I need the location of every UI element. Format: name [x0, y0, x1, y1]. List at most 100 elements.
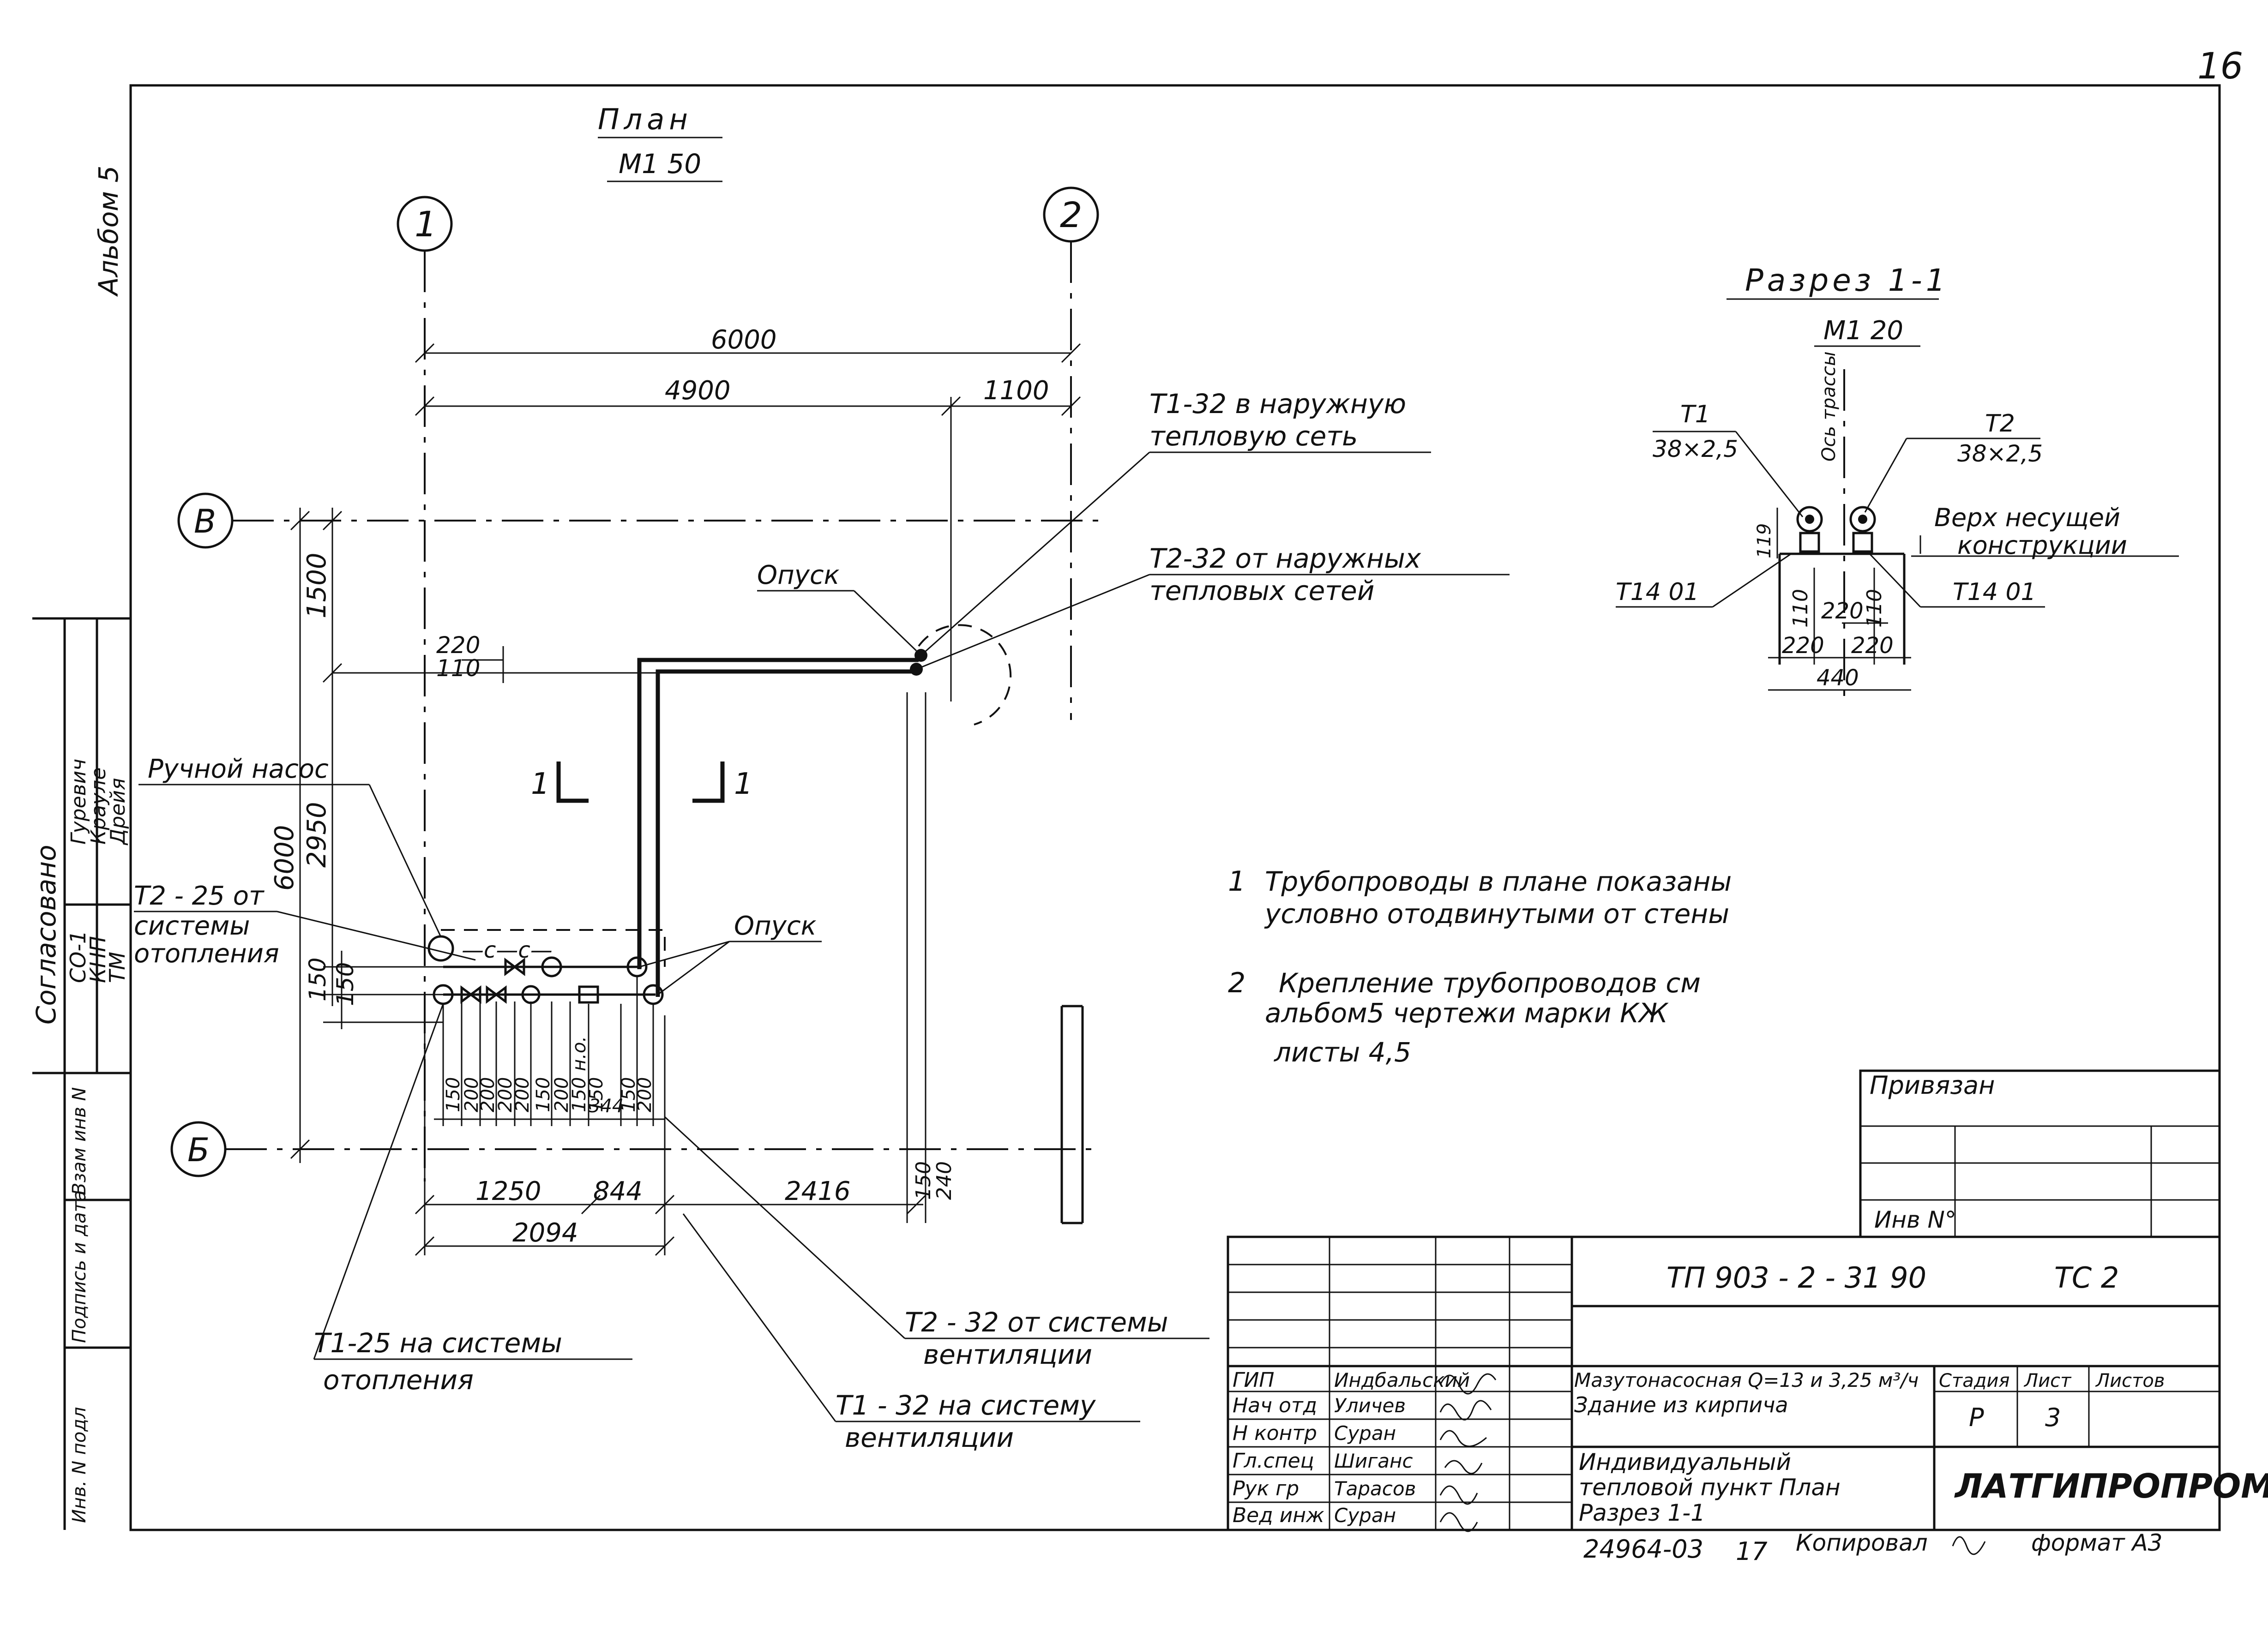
left-dimensions: 6000 1500 2950 150 150 220 110 — [270, 508, 905, 1163]
section-top-b: конструкции — [1957, 531, 2127, 560]
tb-desc-c: Разрез 1-1 — [1579, 1499, 1705, 1526]
dim-2950: 2950 — [302, 802, 332, 868]
tb-role-0: ГИП — [1233, 1368, 1275, 1392]
section-1-1: Разрез 1-1 М1 20 Т1 38×2,5 Т2 38×2,5 Ось… — [1616, 263, 2179, 702]
pipe-t2-riser — [656, 669, 919, 997]
dim-1250: 1250 — [475, 1176, 541, 1206]
section-title: Разрез 1-1 — [1745, 263, 1949, 298]
section-t2: Т2 — [1985, 410, 2015, 438]
dim-150-b: 150 — [332, 962, 359, 1006]
tb-desc-b: тепловой пункт План — [1579, 1474, 1841, 1501]
tb-role-5: Вед инж — [1233, 1504, 1324, 1527]
dim-844: 844 — [593, 1176, 643, 1206]
section-top-a: Верх несущей — [1934, 503, 2120, 532]
dim-6000-v: 6000 — [270, 825, 300, 891]
stamp-field-2: Инв. N подл — [69, 1407, 90, 1523]
footer-page: 17 — [1736, 1537, 1768, 1566]
label-opusk-1: Опуск — [757, 560, 840, 590]
stamp-agreed: Согласовано — [30, 845, 62, 1025]
label-t2-32-in-a: Т2-32 от наружных — [1149, 543, 1421, 574]
axis-grid: 1 2 В Б — [170, 186, 1099, 1181]
side-album-label: Альбом 5 — [93, 166, 124, 297]
dim-150-r: 150 — [912, 1161, 935, 1200]
dim-2094: 2094 — [512, 1218, 578, 1248]
dim-150-a: 150 — [304, 958, 331, 1001]
valve-c-label: —с—с— — [462, 937, 553, 963]
tb-object-a: Мазутонасосная Q=13 и 3,25 м³/ч — [1574, 1369, 1919, 1391]
tb-name-2: Суран — [1334, 1422, 1396, 1445]
signatures — [1439, 1373, 1497, 1532]
chain-6: 200 — [551, 1077, 572, 1112]
tb-stage-h: Стадия — [1939, 1370, 2009, 1391]
tb-role-3: Гл.спец — [1233, 1449, 1314, 1473]
chain-0: 150 — [443, 1077, 464, 1112]
notes: 1 Трубопроводы в плане показаны условно … — [1228, 865, 1732, 1068]
bottom-dimensions: 1250 844 2416 2094 150 240 — [415, 1015, 956, 1256]
copied-signature — [1952, 1536, 1986, 1555]
sheet-frame — [129, 84, 2221, 1531]
stamp-dept-2: ТМ — [105, 952, 130, 983]
tb-sheet: 3 — [2045, 1403, 2061, 1432]
note-1-a: Трубопроводы в плане показаны — [1265, 866, 1732, 897]
label-t2-32-v-a: Т2 - 32 от системы — [905, 1307, 1168, 1338]
privyazan-title: Привязан — [1870, 1071, 1995, 1100]
stamp-field-0: Взам инв N — [69, 1087, 90, 1195]
footer: 24964-03 17 Копировал формат А3 — [1583, 1529, 2162, 1566]
gauge-1 — [541, 956, 562, 977]
axis-label-v: В — [194, 503, 216, 540]
section-d119: 119 — [1754, 523, 1775, 558]
section-marks: 1 1 — [531, 762, 753, 803]
detail-circle — [918, 624, 1012, 726]
stamp-dept-0: СО-1 — [66, 930, 90, 983]
section-support-right: Т14 01 — [1953, 578, 2036, 606]
footer-num: 24964-03 — [1583, 1535, 1703, 1564]
label-t1-32-out-b: тепловую сеть — [1149, 420, 1358, 452]
section-pipe-t2 — [1849, 506, 1876, 533]
note-2-b: альбом5 чертежи марки КЖ — [1265, 997, 1669, 1029]
dim-1100: 1100 — [983, 376, 1049, 406]
page-number: 16 — [2197, 46, 2243, 87]
chain-3: 200 — [495, 1077, 516, 1112]
section-d220: 220 — [1821, 598, 1864, 624]
plan-scale: М1 50 — [619, 148, 701, 180]
chain-1: 200 — [461, 1077, 482, 1112]
label-t1-32-v-a: Т1 - 32 на систему — [836, 1390, 1096, 1421]
label-t1-32-out-a: Т1-32 в наружную — [1149, 388, 1406, 420]
tb-role-4: Рук гр — [1233, 1477, 1299, 1500]
chain-9: 344 — [589, 1096, 624, 1117]
dimension-chain: 150 200 200 200 200 150 200 150 н.о. 150… — [443, 1036, 656, 1117]
wall — [1060, 1005, 1084, 1224]
label-t1-32-v-b: вентиляции — [845, 1422, 1014, 1453]
stamp-name-2: Дрейя — [106, 778, 130, 845]
footer-format: формат А3 — [2031, 1529, 2162, 1556]
footer-copied: Копировал — [1796, 1529, 1928, 1556]
tb-role-1: Нач отд — [1233, 1394, 1317, 1417]
label-t1-25-b: отопления — [323, 1364, 474, 1396]
label-t2-32-in-b: тепловых сетей — [1149, 575, 1374, 606]
left-stamp: Согласовано СО-1 КНП ТМ Гуревич Крауле Д… — [30, 617, 131, 1530]
pipes: —с—с— — [427, 624, 1012, 1223]
tb-desc-a: Индивидуальный — [1579, 1449, 1791, 1475]
section-d220l: 220 — [1782, 633, 1824, 659]
label-t2-32-v-b: вентиляции — [923, 1339, 1092, 1370]
section-d220r: 220 — [1851, 633, 1894, 659]
section-t2-size: 38×2,5 — [1957, 440, 2043, 467]
tb-role-2: Н контр — [1233, 1421, 1317, 1445]
section-scale: М1 20 — [1823, 316, 1903, 346]
note-2-c: листы 4,5 — [1274, 1037, 1411, 1068]
tb-sheet-h: Лист — [2023, 1370, 2072, 1391]
axis-label-b: Б — [187, 1131, 210, 1169]
section-mark-right: 1 — [734, 767, 753, 801]
callouts: Т1-32 в наружную тепловую сеть Т2-32 от … — [134, 388, 1510, 1453]
chain-11: 200 — [634, 1077, 656, 1112]
dim-1500: 1500 — [302, 552, 332, 618]
tb-name-3: Шиганс — [1334, 1450, 1413, 1472]
chain-2: 200 — [477, 1077, 499, 1112]
stamp-field-1: Подпись и дата — [69, 1190, 90, 1343]
chain-4: 200 — [512, 1077, 533, 1112]
chain-5: 150 — [533, 1077, 554, 1112]
tb-sheets-h: Листов — [2095, 1370, 2165, 1391]
note-2-num: 2 — [1228, 967, 1245, 999]
chain-7: 150 н.о. — [569, 1036, 590, 1112]
section-axis-label: Ось трассы — [1818, 351, 1840, 462]
